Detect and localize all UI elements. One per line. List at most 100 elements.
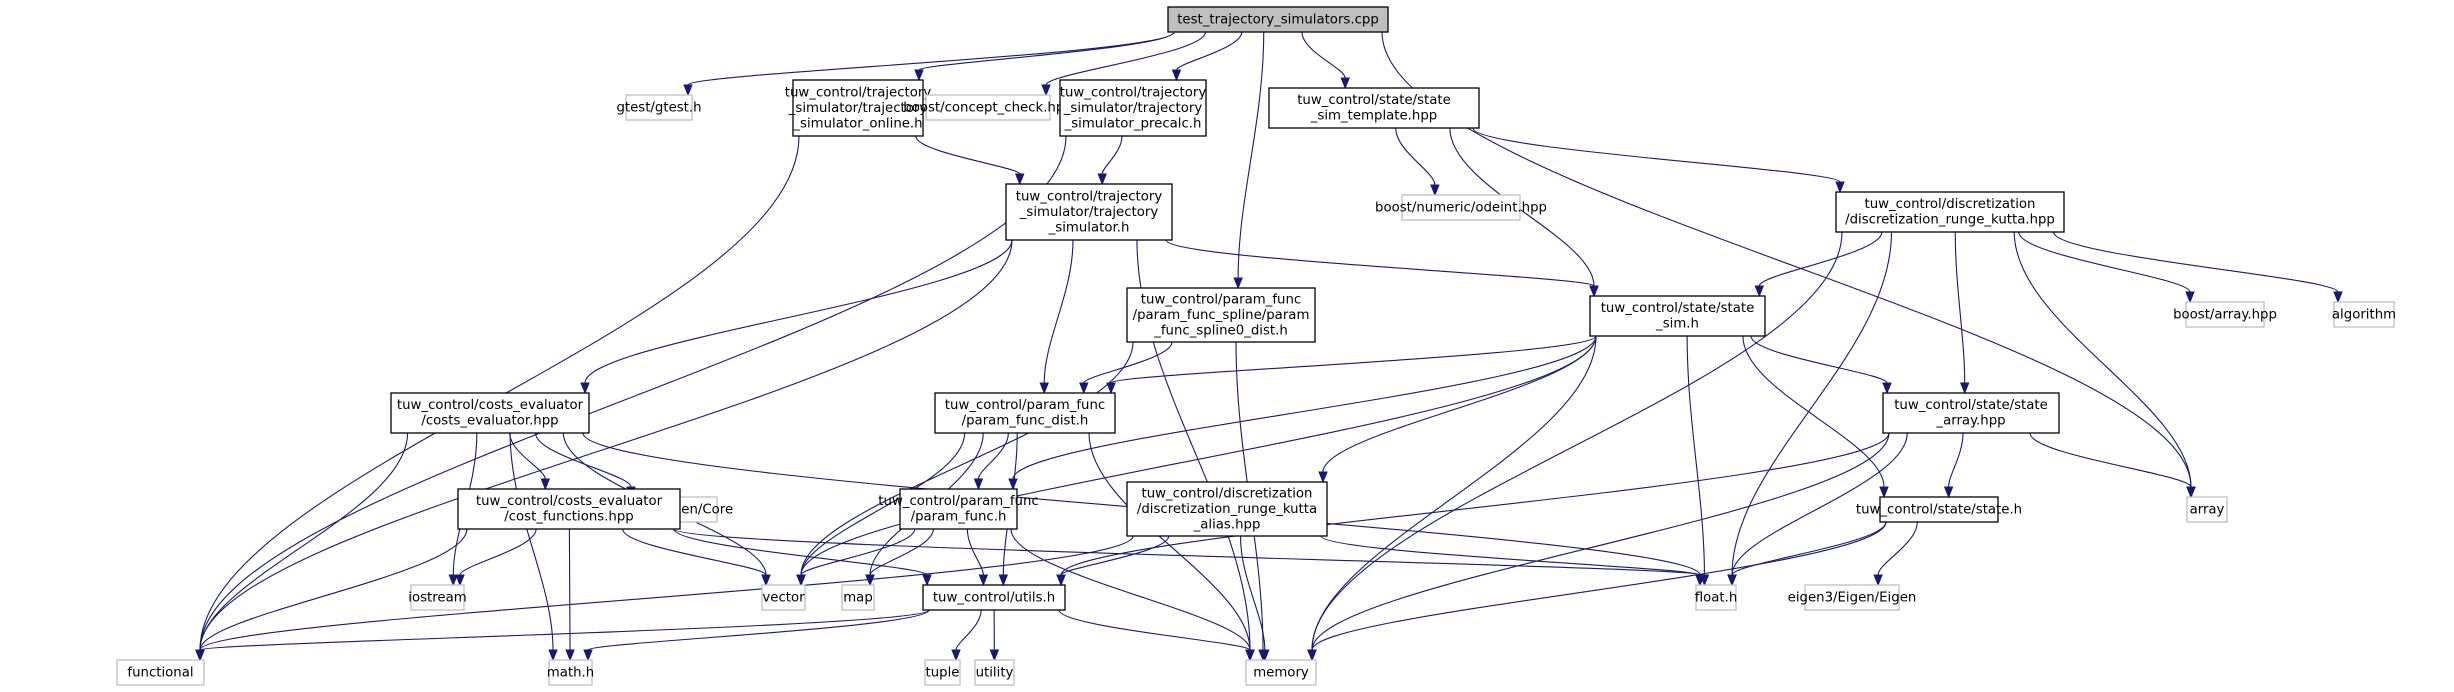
edge-state-sim-template-to-odeint — [1395, 127, 1440, 197]
edge-line — [568, 528, 571, 651]
edge-line — [918, 31, 1175, 71]
edge-line — [1058, 609, 1251, 651]
arrowhead-icon — [989, 649, 1000, 662]
arrowhead-icon — [998, 574, 1009, 587]
node-memory: memory — [1245, 659, 1317, 686]
node-param-func-dist[interactable]: tuw_control/param_func/param_func_dist.h — [934, 392, 1116, 434]
edge-line — [1395, 127, 1436, 186]
edge-line — [1101, 135, 1123, 175]
arrowhead-icon — [1097, 173, 1107, 186]
node-traj-online[interactable]: tuw_control/trajectory_simulator/traject… — [785, 79, 932, 137]
node-state-sim[interactable]: tuw_control/state/state_sim.h — [1589, 295, 1766, 337]
edge-utils-to-memory — [1058, 609, 1255, 662]
node-box — [625, 94, 693, 121]
node-rk-alias[interactable]: tuw_control/discretization/discretizatio… — [1126, 481, 1328, 537]
node-box — [116, 659, 205, 686]
edge-root-to-array — [1381, 31, 2196, 499]
node-label-line: functional — [127, 665, 193, 680]
node-state-array[interactable]: tuw_control/state/state_array.hpp — [1882, 392, 2060, 434]
edge-cost-funcs-to-vector — [622, 528, 771, 587]
node-label-line: iostream — [408, 590, 466, 605]
node-box — [761, 584, 806, 611]
edge-line — [459, 528, 537, 576]
node-box — [457, 488, 681, 530]
edge-line — [587, 609, 930, 651]
node-label-line: _simulator/trajectory — [1063, 101, 1203, 116]
edge-state-array-to-array — [2029, 432, 2196, 499]
node-label-line: test_trajectory_simulators.cpp — [1177, 12, 1379, 27]
node-label-line: boost/concept_check.hpp — [903, 100, 1072, 115]
node-label-line: _func_spline0_dist.h — [1153, 323, 1288, 338]
edge-line — [1060, 535, 1170, 576]
node-box — [1268, 87, 1480, 129]
node-traj-sim[interactable]: tuw_control/trajectory_simulator/traject… — [1005, 183, 1173, 241]
node-spline0[interactable]: tuw_control/param_func/param_func_spline… — [1126, 287, 1316, 343]
edge-line — [1311, 335, 1597, 651]
node-utils[interactable]: tuw_control/utils.h — [922, 584, 1066, 611]
node-iostream: iostream — [408, 584, 467, 611]
arrowhead-icon — [580, 382, 590, 395]
arrowhead-icon — [1943, 486, 1954, 499]
node-costs-eval[interactable]: tuw_control/costs_evaluator/costs_evalua… — [390, 392, 590, 434]
edge-cost-funcs-to-iostream — [455, 528, 537, 587]
edge-line — [800, 528, 916, 576]
arrowhead-icon — [922, 574, 932, 587]
node-box — [899, 488, 1018, 530]
edge-root-to-traj-precalc — [1171, 31, 1243, 82]
node-label-line: tuw_control/trajectory — [1060, 85, 1207, 100]
edge-line — [1954, 231, 1966, 384]
edge-line — [2013, 231, 2192, 488]
edge-utils-to-functional — [195, 609, 930, 662]
node-box — [1589, 295, 1766, 337]
arrowhead-icon — [2185, 291, 2195, 304]
edge-state-sim-template-to-rk — [1472, 127, 1845, 194]
arrowhead-icon — [761, 574, 771, 587]
edge-line — [869, 528, 934, 576]
arrowhead-icon — [2186, 486, 2196, 499]
node-label-line: boost/numeric/odeint.hpp — [1375, 200, 1547, 215]
arrowhead-icon — [455, 574, 465, 587]
node-box — [1126, 481, 1328, 537]
node-traj-precalc[interactable]: tuw_control/trajectory_simulator/traject… — [1059, 79, 1207, 137]
arrowhead-icon — [973, 478, 984, 491]
node-eigen-eigen: eigen3/Eigen/Eigen — [1788, 584, 1916, 611]
node-label-line: tuw_control/trajectory — [785, 85, 932, 100]
node-box — [1401, 194, 1521, 221]
node-label-line: tuw_control/state/state — [1297, 93, 1451, 108]
node-label-line: tuw_control/param_func — [1141, 292, 1301, 307]
node-label-line: vector — [762, 590, 805, 605]
node-label-line: /cost_functions.hpp — [504, 510, 634, 525]
arrowhead-icon — [1014, 173, 1025, 186]
node-state-h[interactable]: tuw_control/state/state.h — [1856, 496, 2022, 523]
node-cost-funcs[interactable]: tuw_control/costs_evaluator/cost_functio… — [457, 488, 681, 530]
arrowhead-icon — [914, 69, 924, 82]
edge-line — [1731, 432, 1908, 576]
node-float-h: float.h — [1695, 584, 1737, 611]
node-box — [841, 584, 875, 611]
node-label-line: tuw_control/state/state.h — [1856, 502, 2022, 517]
edge-line — [1472, 127, 1841, 183]
edge-line — [2029, 432, 2192, 488]
node-box — [1059, 79, 1207, 137]
edge-traj-precalc-to-traj-sim — [1097, 135, 1123, 186]
node-label-line: /param_func.h — [911, 510, 1007, 525]
node-box — [1882, 392, 2060, 434]
edge-line — [2018, 231, 2191, 293]
node-rk[interactable]: tuw_control/discretization/discretizatio… — [1835, 191, 2065, 233]
arrowhead-icon — [1041, 84, 1051, 97]
edge-utils-to-utility — [989, 609, 1000, 662]
node-box — [934, 392, 1116, 434]
node-param-func[interactable]: tuw_control/param_func/param_func.h — [878, 488, 1039, 530]
edge-line — [199, 609, 930, 651]
edge-root-to-state-sim-template — [1301, 31, 1350, 90]
edge-line — [1311, 521, 1887, 651]
edge-root-to-spline0 — [1233, 31, 1265, 290]
node-box — [925, 94, 1051, 121]
edge-state-sim-to-float-h — [1686, 335, 1710, 587]
arrowhead-icon — [1959, 382, 1970, 395]
node-root[interactable]: test_trajectory_simulators.cpp — [1167, 6, 1389, 33]
edge-line — [800, 335, 1597, 576]
node-state-sim-template[interactable]: tuw_control/state/state_sim_template.hpp — [1268, 87, 1480, 129]
edge-traj-sim-to-costs-eval — [580, 239, 1013, 395]
